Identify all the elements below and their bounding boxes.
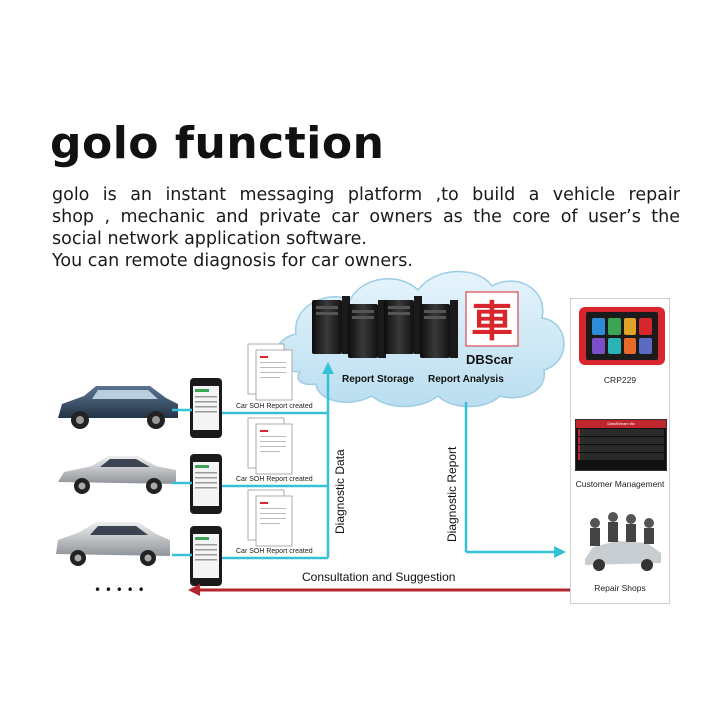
car-suv-icon [58,386,178,429]
brand-name: DBScar [466,352,513,367]
diagnostic-report-flow [464,402,556,554]
list-item [578,437,664,444]
report-storage-label: Report Storage [342,374,415,385]
soh-report-label: Car SOH Report created [236,476,313,483]
report-document-icon [247,489,293,547]
arrow-right-icon [554,546,566,558]
description-line-4: You can remote diagnosis for car owners. [52,251,413,271]
description-line-1: golo is an instant messaging platform ,t… [52,185,680,205]
diagnostic-report-label: Diagnostic Report [445,446,459,542]
arrow-up-icon [322,362,334,374]
app-tile-icon [592,318,605,335]
phone-icon [190,378,222,438]
diagnostic-data-flow [172,372,330,560]
more-cars-ellipsis: • • • • • [94,583,145,597]
repair-shops-label: Repair Shops [594,583,646,593]
app-tile-icon [607,337,621,354]
soh-report-label: Car SOH Report created [236,548,313,555]
app-tile-icon [607,318,621,335]
app-tile-icon [623,318,637,335]
customer-management-screen: DataStream list [575,419,667,471]
consultation-label: Consultation and Suggestion [302,570,455,584]
app-tile-icon [639,318,652,335]
car-hatchback-icon [56,522,170,566]
car-sports-icon [58,456,176,494]
report-document-icon [247,343,293,401]
app-tile-icon [623,337,637,354]
list-item [578,453,664,460]
soh-report-label: Car SOH Report created [236,403,313,410]
app-tile-icon [592,337,605,354]
crp229-tablet-icon [579,307,665,365]
diagnostic-data-label: Diagnostic Data [333,449,347,534]
datastream-title: DataStream list [576,420,666,428]
report-analysis-label: Report Analysis [428,374,504,385]
list-item [578,429,664,436]
brand-glyph: 車 [471,297,513,346]
description-line-3: social network application software. [52,229,367,249]
mechanics-group-icon [585,512,661,571]
app-tile-icon [639,337,652,354]
list-item [578,445,664,452]
customer-management-label: Customer Management [575,479,665,489]
page-title: golo function [50,118,385,169]
description-line-2: shop , mechanic and private car owners a… [52,207,680,227]
arrow-left-icon [188,584,200,596]
report-document-icon [247,417,293,475]
repair-shop-panel: CRP229 DataStream list Customer Manageme… [570,298,670,604]
phone-icon [190,454,222,514]
description: golo is an instant messaging platform ,t… [52,184,680,272]
server-rack-icon [312,296,458,358]
crp229-label: CRP229 [603,375,637,385]
dbscar-logo-icon: 車 [465,291,519,347]
phone-icon [190,526,222,586]
